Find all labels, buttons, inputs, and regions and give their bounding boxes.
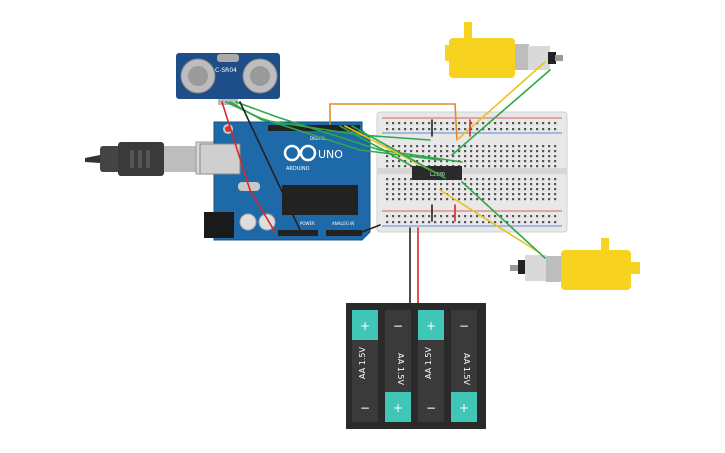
dc-motor-bottom	[510, 238, 640, 290]
battery-cell-label: AA 1.5V	[424, 347, 433, 379]
battery-bottom-terminal: +	[459, 401, 469, 415]
battery-top-terminal: −	[393, 319, 403, 333]
dc-motor-top	[445, 22, 563, 78]
hc-sr04-sensor: C-SR04	[176, 53, 280, 105]
sensor-model-label: C-SR04	[215, 67, 237, 74]
battery-cell-3: + − AA 1.5V	[418, 310, 444, 422]
analog-header-label: ANALOG IN	[332, 221, 354, 226]
battery-top-terminal: +	[426, 319, 436, 333]
arduino-brand-label: ARDUINO	[286, 166, 310, 172]
battery-bottom-terminal: +	[393, 401, 403, 415]
battery-top-terminal: −	[459, 319, 469, 333]
arduino-uno-board: UNO ARDUINO DIGITAL POWER ANALOG IN	[199, 121, 371, 241]
battery-bottom-terminal: −	[360, 401, 370, 415]
wires	[221, 61, 551, 306]
battery-cell-label: AA 1.5V	[462, 353, 471, 385]
battery-cell-1: + − AA 1.5V	[352, 310, 378, 422]
digital-header-label: DIGITAL	[310, 136, 326, 141]
breadboard	[376, 111, 568, 233]
battery-bottom-terminal: −	[426, 401, 436, 415]
battery-pack: + − AA 1.5V − + AA 1.5V + − AA 1.5V − + AA 1.5V	[346, 303, 486, 429]
arduino-model-label: UNO	[318, 148, 343, 161]
battery-cell-4: − + AA 1.5V	[451, 310, 477, 422]
arduino-logo-icon	[283, 144, 317, 162]
chip-label: L293D	[430, 172, 445, 178]
battery-cell-2: − + AA 1.5V	[385, 310, 411, 422]
battery-top-terminal: +	[360, 319, 370, 333]
power-header-label: POWER	[300, 221, 315, 226]
battery-cell-label: AA 1.5V	[358, 347, 367, 379]
battery-cell-label: AA 1.5V	[396, 353, 405, 385]
